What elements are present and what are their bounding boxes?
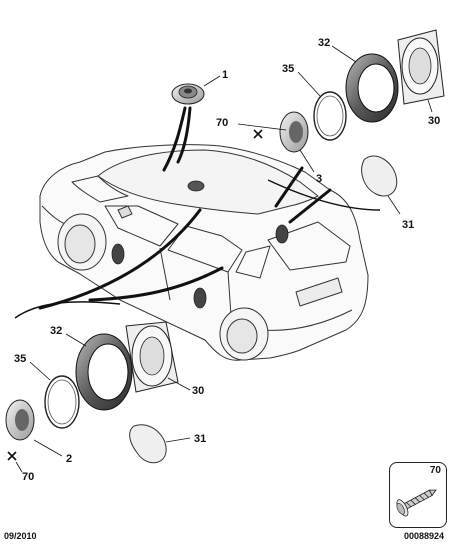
door-line [159,247,171,301]
screw-icon [396,489,437,517]
speaker-adapter-part-30-top [397,29,445,105]
rear-bumper [261,309,353,331]
rear-speaker-location [275,224,289,244]
car-body [39,144,369,361]
tweeter-leader [162,106,187,172]
callout-30-bottom: 30 [192,385,204,397]
document-reference: 00088924 [403,531,444,541]
callout-lines-bottom [15,333,191,473]
date-code: 09/2010 [4,531,37,541]
speaker-locations [111,180,289,309]
front-door-speaker-location [111,243,125,265]
leader-lines [38,106,332,310]
bracket-curve-bottom [14,301,121,319]
side-window-front [104,205,179,247]
cover-part-31-bottom [129,424,167,464]
rear-wheel [226,318,258,354]
front-wheel [64,224,96,264]
speaker-part-3 [279,111,309,153]
callout-32-top: 32 [318,37,330,49]
tweeter-part-1 [171,83,205,105]
tweeter-leader [176,106,192,164]
callout-lines-top [237,45,433,215]
seal-ring-part-35-bottom [44,375,80,429]
mirror [117,205,133,219]
seal-ring-part-35-top [313,91,347,141]
callout-31-top: 31 [402,219,414,231]
dash-speaker-location [187,180,205,192]
cover-part-31-top [361,155,398,197]
speaker-adapter-part-30-bottom [125,321,179,393]
spacer-ring-part-32-bottom [75,333,133,411]
callout-70-top: 70 [216,117,228,129]
rear-speaker-leader [288,188,332,224]
spacer-ring-part-32-top [345,53,399,123]
windshield [71,175,129,203]
screw-detail-inset: 70 [389,462,447,528]
side-window-rear [167,225,243,273]
callout-line-1 [203,75,221,87]
rear-window [267,221,351,271]
rear-door-speaker-location [193,287,207,309]
rear-speaker-leader [274,166,304,208]
callout-70-bottom: 70 [22,471,34,483]
speaker-part-2 [5,399,35,441]
callout-35-bottom: 35 [14,353,26,365]
callout-3: 3 [316,173,322,185]
callout-32-bottom: 32 [50,325,62,337]
tail-light [295,277,343,307]
door-speaker-leader [38,208,202,310]
inset-part-number: 70 [429,465,441,476]
callout-1: 1 [222,69,228,81]
screw-marker-bottom [7,451,17,461]
callout-30-top: 30 [428,115,440,127]
screw-marker-top [253,129,263,139]
callout-35-top: 35 [282,63,294,75]
roof [97,149,319,215]
callout-2: 2 [66,453,72,465]
door-speaker-leader [88,266,224,302]
callout-31-bottom: 31 [194,433,206,445]
rear-quarter-window [235,245,271,279]
bracket-curve-top [267,179,381,211]
